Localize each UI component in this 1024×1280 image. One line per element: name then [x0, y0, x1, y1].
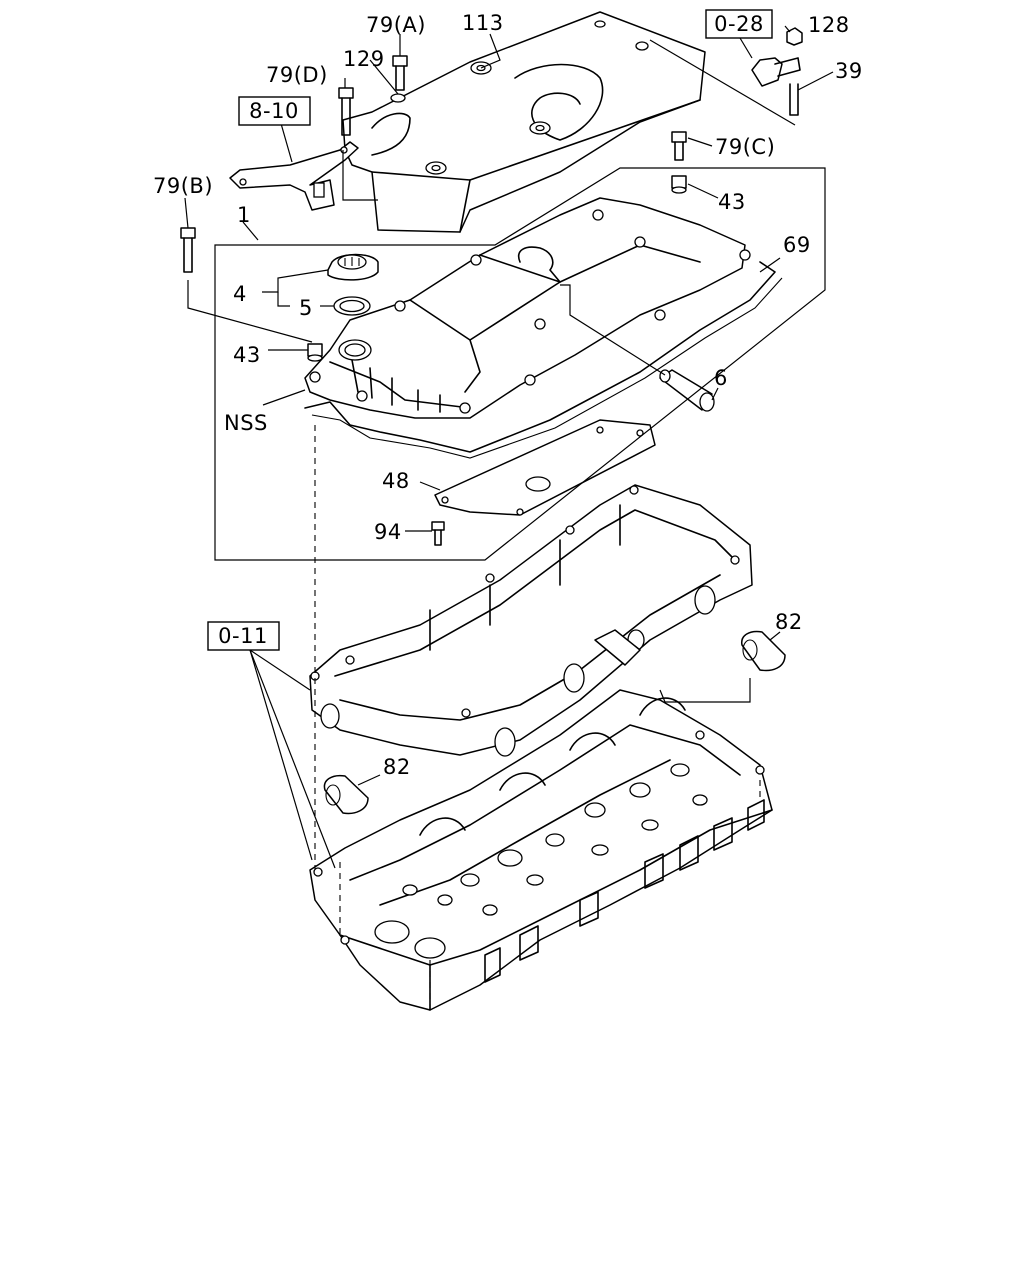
reference-box-0-11: 0-11: [207, 621, 280, 651]
label-79d: 79(D): [266, 63, 328, 87]
label-4: 4: [233, 282, 247, 306]
label-5: 5: [299, 296, 313, 320]
washer-129: [390, 93, 406, 103]
reference-box-8-10: 8-10: [238, 96, 311, 126]
rocker-cover-1: [304, 197, 751, 419]
leader-lines: [184, 25, 834, 869]
oil-filler-cap-4: [327, 253, 379, 281]
bolt-79c: [671, 131, 687, 161]
label-48: 48: [382, 469, 410, 493]
ref-0-28-label: 0-28: [714, 12, 764, 36]
ref-0-11-label: 0-11: [218, 624, 268, 648]
bolt-94: [431, 521, 445, 546]
pcv-fitting-6: [659, 369, 715, 412]
clip-0-28: [751, 57, 801, 87]
heat-shield-cover-113: [342, 11, 706, 233]
gasket-69: [304, 261, 783, 459]
label-128: 128: [808, 13, 850, 37]
o-ring-5: [333, 296, 371, 316]
bracket-8-10: [229, 141, 359, 211]
cam-plug-82-left: [323, 774, 369, 815]
bolt-79d: [338, 87, 354, 136]
label-82-left: 82: [383, 755, 411, 779]
label-79a: 79(A): [366, 13, 426, 37]
bolt-79a: [392, 55, 408, 91]
rocker-housing-frame: [309, 484, 753, 757]
cylinder-head: [309, 689, 773, 1011]
reference-box-0-28: 0-28: [705, 9, 773, 39]
nut-128: [786, 27, 803, 46]
grommet-43-upper: [671, 175, 687, 194]
label-1: 1: [237, 203, 251, 227]
grommet-43-lower: [307, 343, 323, 362]
ref-8-10-label: 8-10: [249, 99, 299, 123]
label-94: 94: [374, 520, 402, 544]
label-nss: NSS: [224, 411, 268, 435]
stud-39: [789, 83, 799, 116]
label-43-upper: 43: [718, 190, 746, 214]
label-113: 113: [462, 11, 504, 35]
alignment-lines: [314, 425, 761, 1010]
bolt-79b: [180, 227, 196, 273]
plate-48: [434, 419, 656, 516]
label-39: 39: [835, 59, 863, 83]
label-69: 69: [783, 233, 811, 257]
label-43-lower: 43: [233, 343, 261, 367]
cam-plug-82-right: [741, 630, 786, 672]
label-79c: 79(C): [715, 135, 775, 159]
label-79b: 79(B): [153, 174, 213, 198]
callout-labels: 79(A) 113 128 39 129 79(D) 79(C) 79(B) 4…: [153, 11, 863, 779]
label-129: 129: [343, 47, 385, 71]
label-82-right: 82: [775, 610, 803, 634]
label-6: 6: [714, 366, 728, 390]
